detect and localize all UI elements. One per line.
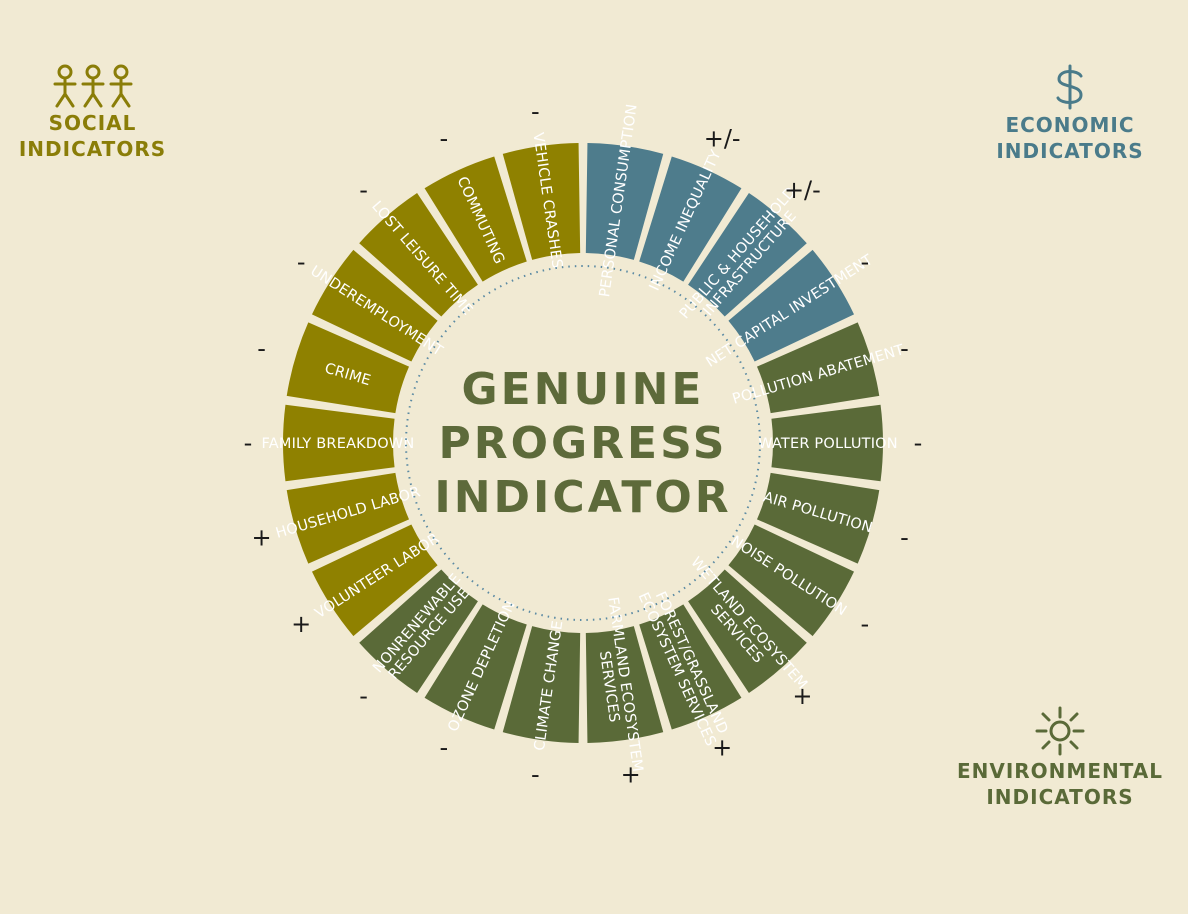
legend-social-line-1: SOCIAL (48, 111, 137, 135)
people-icon (53, 64, 132, 108)
segment-sign: +/- (784, 176, 821, 204)
segment-social (283, 404, 395, 482)
segment-sign: + (621, 761, 641, 789)
segment-sign: + (712, 734, 732, 762)
segment-sign: - (359, 176, 368, 204)
segment-social (286, 472, 410, 564)
segment-environmental (585, 626, 664, 743)
legend-economic: ECONOMIC INDICATORS (970, 64, 1170, 164)
legend-environmental-line-1: ENVIRONMENTAL (956, 759, 1164, 783)
segment-label: FAMILY BREAKDOWN (262, 436, 415, 452)
segment-sign: + (291, 610, 311, 638)
segment-sign: - (440, 734, 449, 762)
segment-sign: - (900, 335, 909, 363)
center-title-line-3: INDICATOR (434, 472, 731, 523)
legend-economic-line-2: INDICATORS (996, 139, 1144, 163)
segment-environmental (502, 626, 581, 743)
segment-social (311, 249, 438, 362)
segment-economic (728, 249, 855, 362)
segment-social (286, 322, 410, 414)
segment-social (424, 156, 527, 282)
segment-social (311, 524, 438, 637)
center-title-line-1: GENUINE (462, 364, 705, 415)
center-title-line-2: PROGRESS (439, 418, 728, 469)
segment-sign: - (297, 248, 306, 276)
segment-economic (639, 156, 742, 282)
segment-economic (585, 143, 664, 260)
segment-social (502, 143, 581, 260)
segment-environmental (771, 404, 883, 482)
center-dotted-ring (405, 265, 761, 621)
segment-environmental (359, 569, 478, 693)
segment-economic (688, 193, 807, 317)
segment-environmental (756, 322, 880, 414)
segment-sign: - (860, 248, 869, 276)
sun-icon (1035, 706, 1085, 756)
segment-sign: +/- (704, 124, 741, 152)
segment-sign: - (440, 124, 449, 152)
segment-environmental (424, 604, 527, 730)
segment-sign: - (359, 682, 368, 710)
segment-environmental (688, 569, 807, 693)
segment-environmental (756, 472, 880, 564)
segment-sign: + (252, 523, 272, 551)
legend-social: SOCIAL INDICATORS (0, 64, 185, 162)
legend-social-line-2: INDICATORS (18, 137, 167, 161)
segment-sign: - (900, 523, 909, 551)
legend-environmental-line-2: INDICATORS (986, 785, 1134, 809)
segment-sign: - (860, 610, 869, 638)
legend-economic-line-1: ECONOMIC (1005, 113, 1135, 137)
segment-sign: + (792, 682, 812, 710)
segment-sign: - (531, 97, 540, 125)
segment-label: WATER POLLUTION (758, 436, 898, 452)
segment-sign: - (531, 761, 540, 789)
segment-environmental (728, 524, 855, 637)
segment-social (359, 193, 478, 317)
legend-environmental: ENVIRONMENTAL INDICATORS (940, 706, 1180, 810)
segment-sign: - (257, 335, 266, 363)
segment-sign: - (914, 429, 923, 457)
segment-sign: - (244, 429, 253, 457)
segment-environmental (639, 604, 742, 730)
dollar-icon (1056, 64, 1083, 110)
